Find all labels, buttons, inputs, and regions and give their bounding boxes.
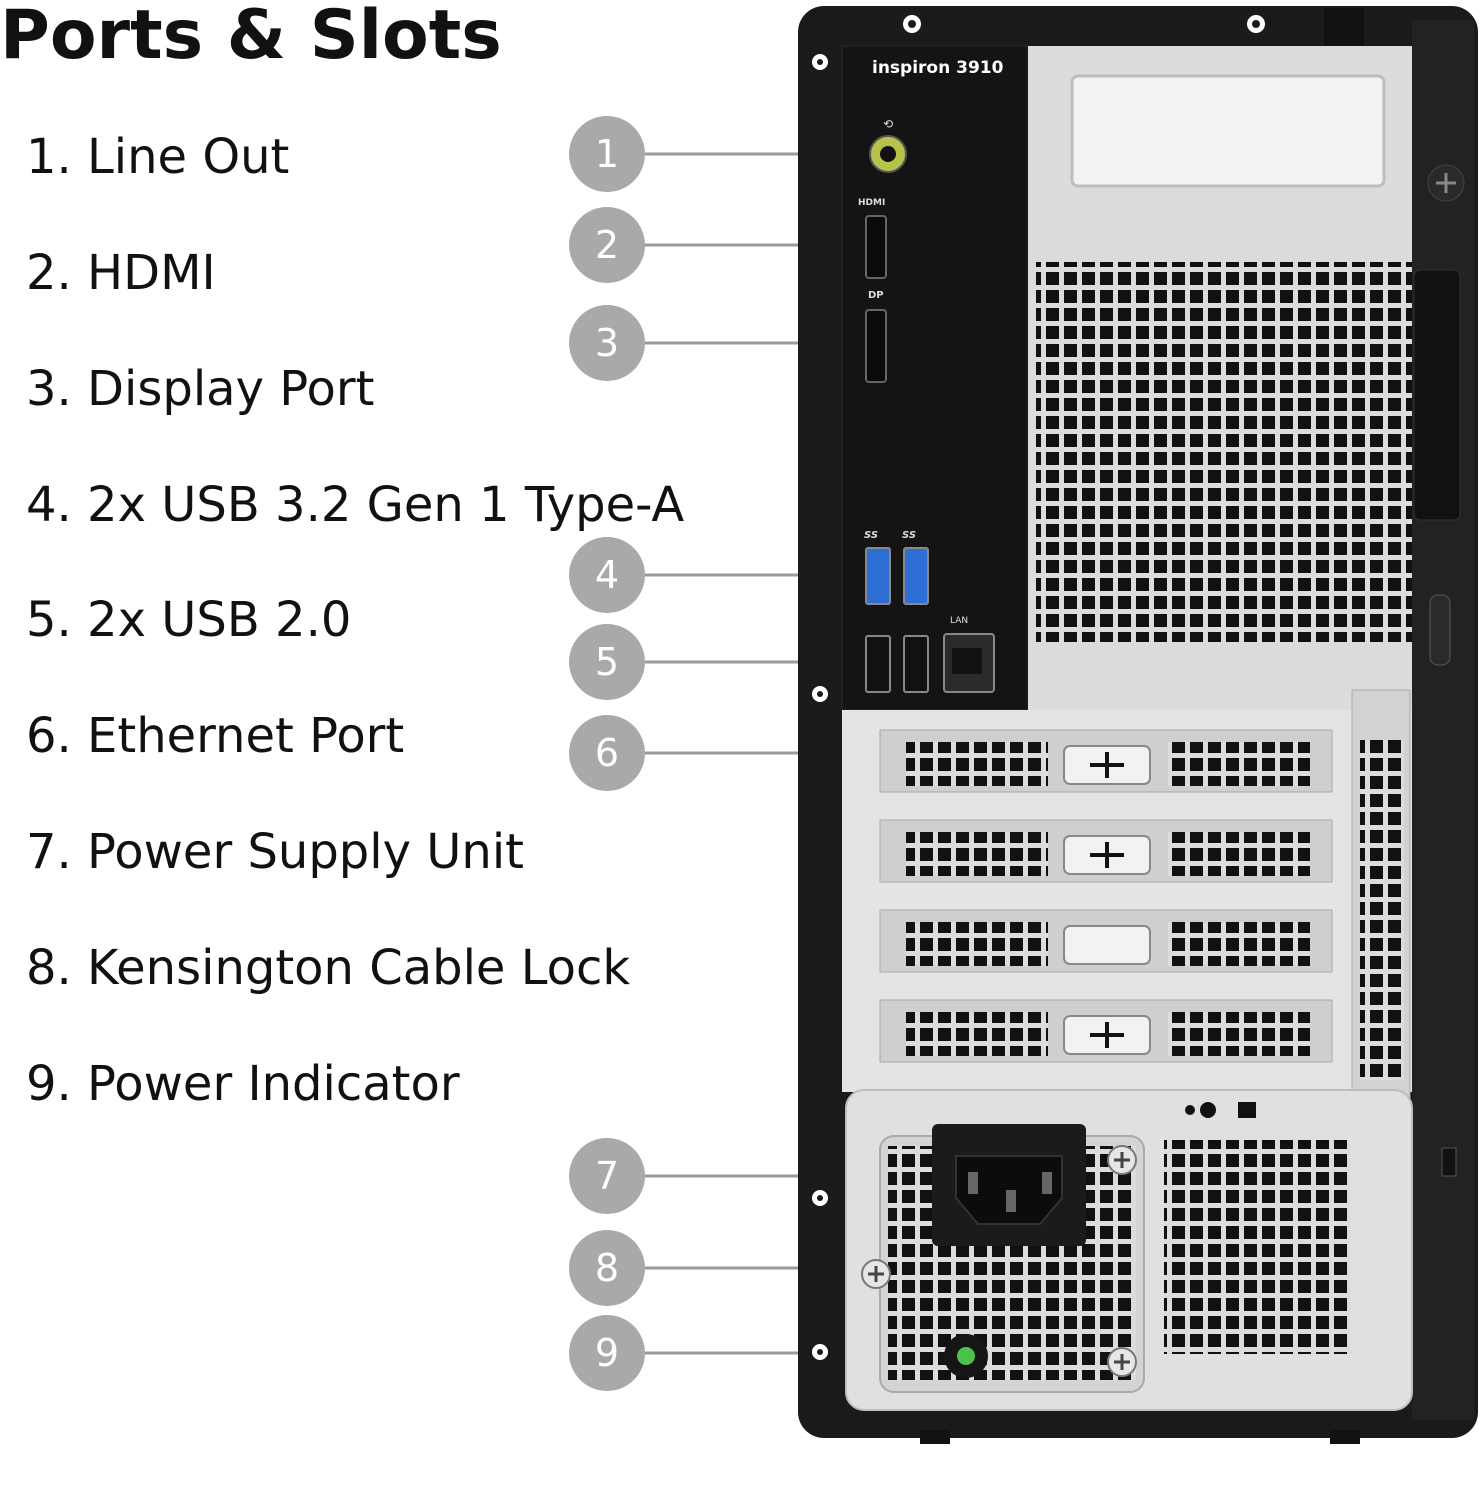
- usb3-label-1: SS: [864, 530, 879, 541]
- legend-item-hdmi: 2. HDMI: [26, 245, 216, 301]
- model-label: inspiron 3910: [872, 58, 1004, 78]
- usb2-port-2: [903, 635, 929, 693]
- callout-3: 3: [569, 305, 645, 381]
- callout-8: 8: [569, 1230, 645, 1306]
- legend-item-ethernet: 6. Ethernet Port: [26, 708, 405, 764]
- usb3-port-2: [903, 547, 929, 605]
- callout-7: 7: [569, 1138, 645, 1214]
- usb2-port-1: [865, 635, 891, 693]
- callout-4: 4: [569, 537, 645, 613]
- legend-item-display-port: 3. Display Port: [26, 361, 375, 417]
- callout-5: 5: [569, 624, 645, 700]
- legend-item-kensington: 8. Kensington Cable Lock: [26, 940, 631, 996]
- displayport-port: [865, 309, 887, 383]
- hdmi-port: [865, 215, 887, 279]
- callout-6: 6: [569, 715, 645, 791]
- callout-9: 9: [569, 1315, 645, 1391]
- callout-2: 2: [569, 207, 645, 283]
- callout-1: 1: [569, 116, 645, 192]
- power-led: [957, 1347, 975, 1365]
- displayport-label: DP: [868, 290, 884, 301]
- page-title: Ports & Slots: [0, 0, 502, 75]
- usb3-port-1: [865, 547, 891, 605]
- legend-item-usb3: 4. 2x USB 3.2 Gen 1 Type-A: [26, 477, 685, 533]
- expansion-slots: [879, 689, 1411, 1101]
- legend-item-power-indicator: 9. Power Indicator: [26, 1056, 460, 1112]
- hdmi-label: HDMI: [858, 198, 886, 208]
- legend-item-usb2: 5. 2x USB 2.0: [26, 592, 352, 648]
- ethernet-label: LAN: [950, 616, 969, 626]
- legend-item-psu: 7. Power Supply Unit: [26, 824, 524, 880]
- svg-text:⟲: ⟲: [883, 117, 893, 131]
- usb3-label-2: SS: [902, 530, 917, 541]
- legend-item-line-out: 1. Line Out: [26, 129, 290, 185]
